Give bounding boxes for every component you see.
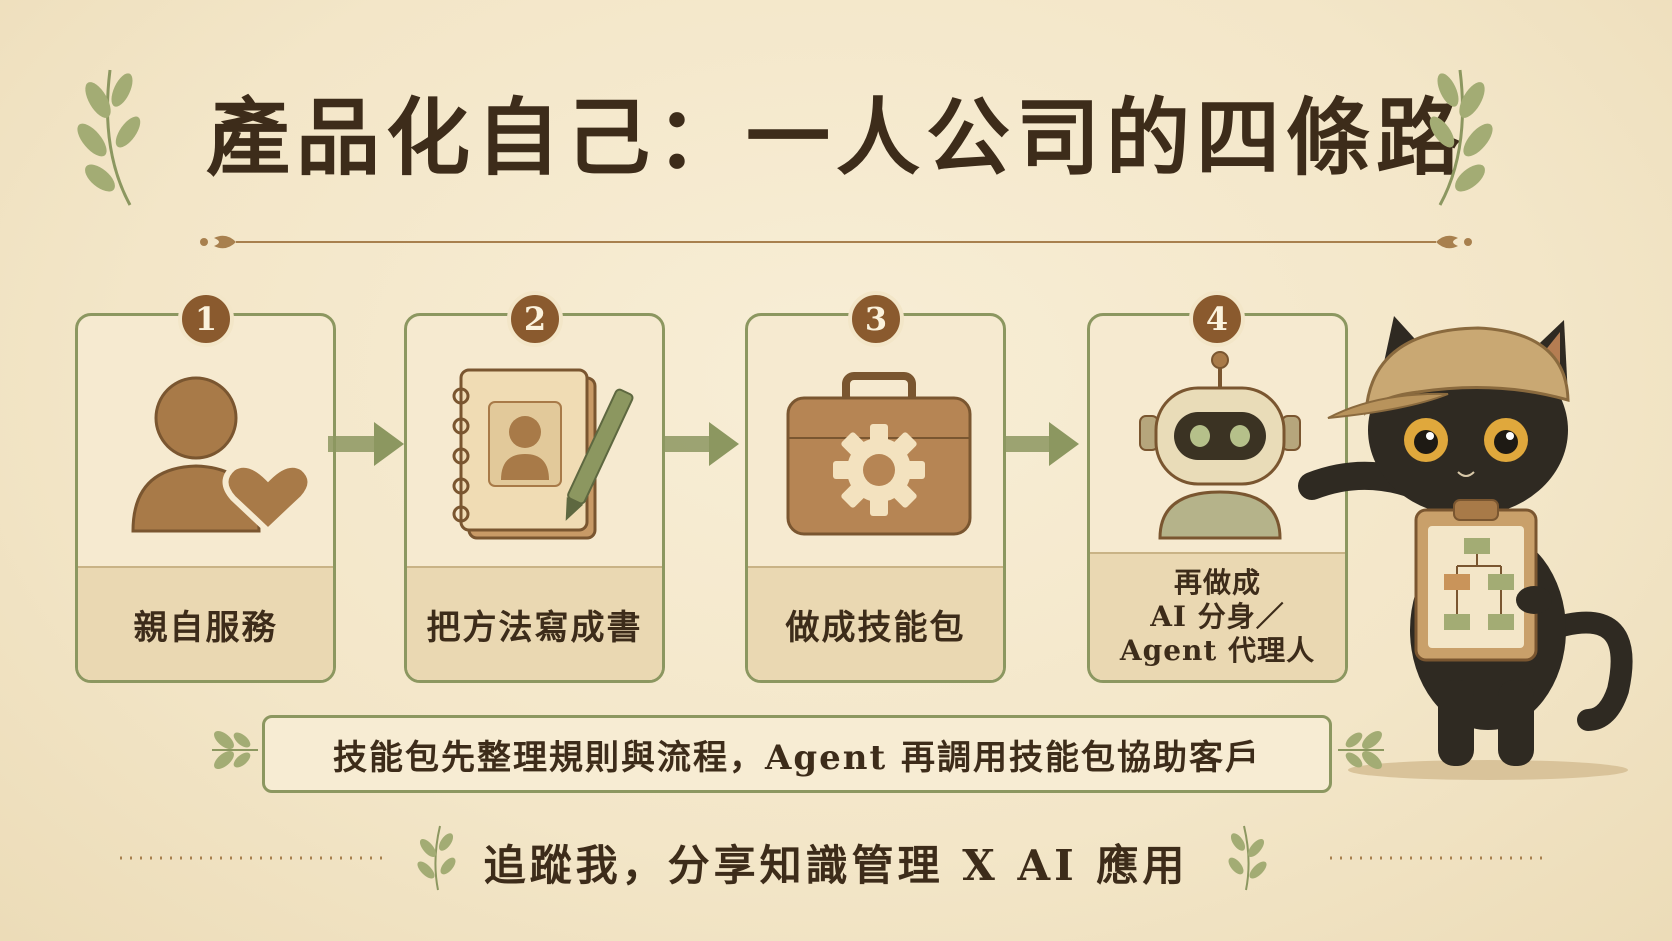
step-number-badge: 3 xyxy=(848,291,904,347)
left-leaf-icon xyxy=(77,69,141,206)
arrow-right-icon xyxy=(663,422,739,466)
step-label-line-2: AI 分身／ xyxy=(1150,600,1285,633)
step-label-line-3: Agent 代理人 xyxy=(1119,634,1316,667)
step-number-badge: 4 xyxy=(1189,291,1245,347)
step-label: 親自服務 xyxy=(133,607,278,648)
step-label: 把方法寫成書 xyxy=(426,607,643,648)
footer-call-to-action: 追蹤我，分享知識管理 X AI 應用 xyxy=(483,841,1189,890)
step-number-badge: 1 xyxy=(178,291,234,347)
footer-dots-right xyxy=(1330,856,1550,860)
note-text: 技能包先整理規則與流程，Agent 再調用技能包協助客戶 xyxy=(332,737,1262,778)
step-card-1: 親自服務 xyxy=(75,313,336,683)
notebook-pen-icon xyxy=(452,368,634,540)
small-left-leaf-icon xyxy=(212,731,258,769)
step-card-4: 再做成 AI 分身／ Agent 代理人 xyxy=(1087,313,1348,683)
step-number-badge: 2 xyxy=(507,291,563,347)
small-right-leaf-icon xyxy=(1338,731,1384,769)
arrow-right-icon xyxy=(328,422,404,466)
person-heart-icon xyxy=(131,376,314,536)
footer-right-sprig-icon xyxy=(1228,825,1267,891)
arrow-right-icon xyxy=(1003,422,1079,466)
step-card-2: 把方法寫成書 xyxy=(404,313,665,683)
step-label: 做成技能包 xyxy=(785,607,966,648)
cat-mascot-icon xyxy=(1298,316,1633,780)
step-card-3: 做成技能包 xyxy=(745,313,1006,683)
footer-left-sprig-icon xyxy=(417,825,456,891)
briefcase-gear-icon xyxy=(786,372,972,536)
note-box: 技能包先整理規則與流程，Agent 再調用技能包協助客戶 xyxy=(262,715,1332,793)
page-title: 產品化自己：一人公司的四條路 xyxy=(205,88,1466,187)
right-leaf-icon xyxy=(1429,69,1493,206)
robot-icon xyxy=(1139,351,1301,540)
title-divider xyxy=(200,235,1472,249)
step-label-line-1: 再做成 xyxy=(1173,566,1261,599)
